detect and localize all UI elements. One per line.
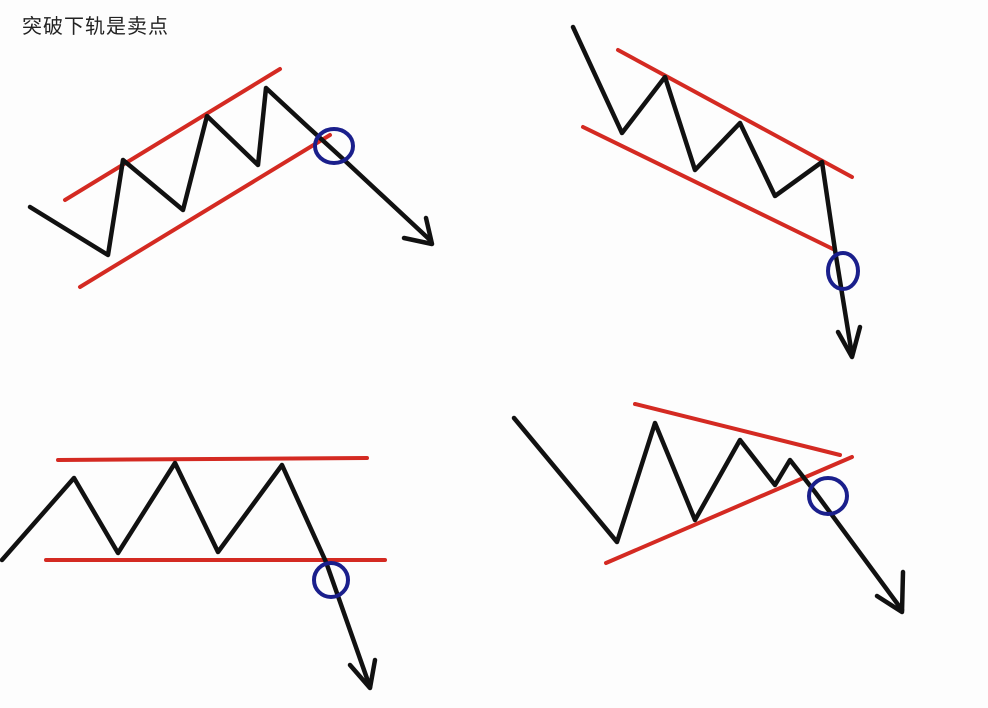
price-line [511,415,905,613]
diagram-title: 突破下轨是卖点 [22,14,169,38]
down-arrow-head [835,324,863,360]
upper-band-line [56,456,369,462]
upper-band-line [633,402,842,457]
down-arrow-head [347,657,378,691]
pattern-horizontal-range [0,456,387,691]
upper-band-line [616,48,854,179]
lower-band-line [581,125,837,252]
lower-band-line [78,133,332,289]
breakdown-marker [807,476,849,516]
price-line [27,85,433,258]
down-arrow-head [401,215,435,247]
price-line [0,460,373,690]
down-arrow-head [874,569,906,615]
pattern-ascending-channel [27,67,435,289]
lower-band-line [604,455,854,565]
pattern-symmetrical-triangle [511,402,906,615]
breakdown-marker [313,127,355,165]
upper-band-line [63,67,282,202]
price-line [570,24,855,358]
breakdown-marker [826,251,860,291]
pattern-descending-channel [570,24,863,360]
breakdown-marker [312,561,350,599]
